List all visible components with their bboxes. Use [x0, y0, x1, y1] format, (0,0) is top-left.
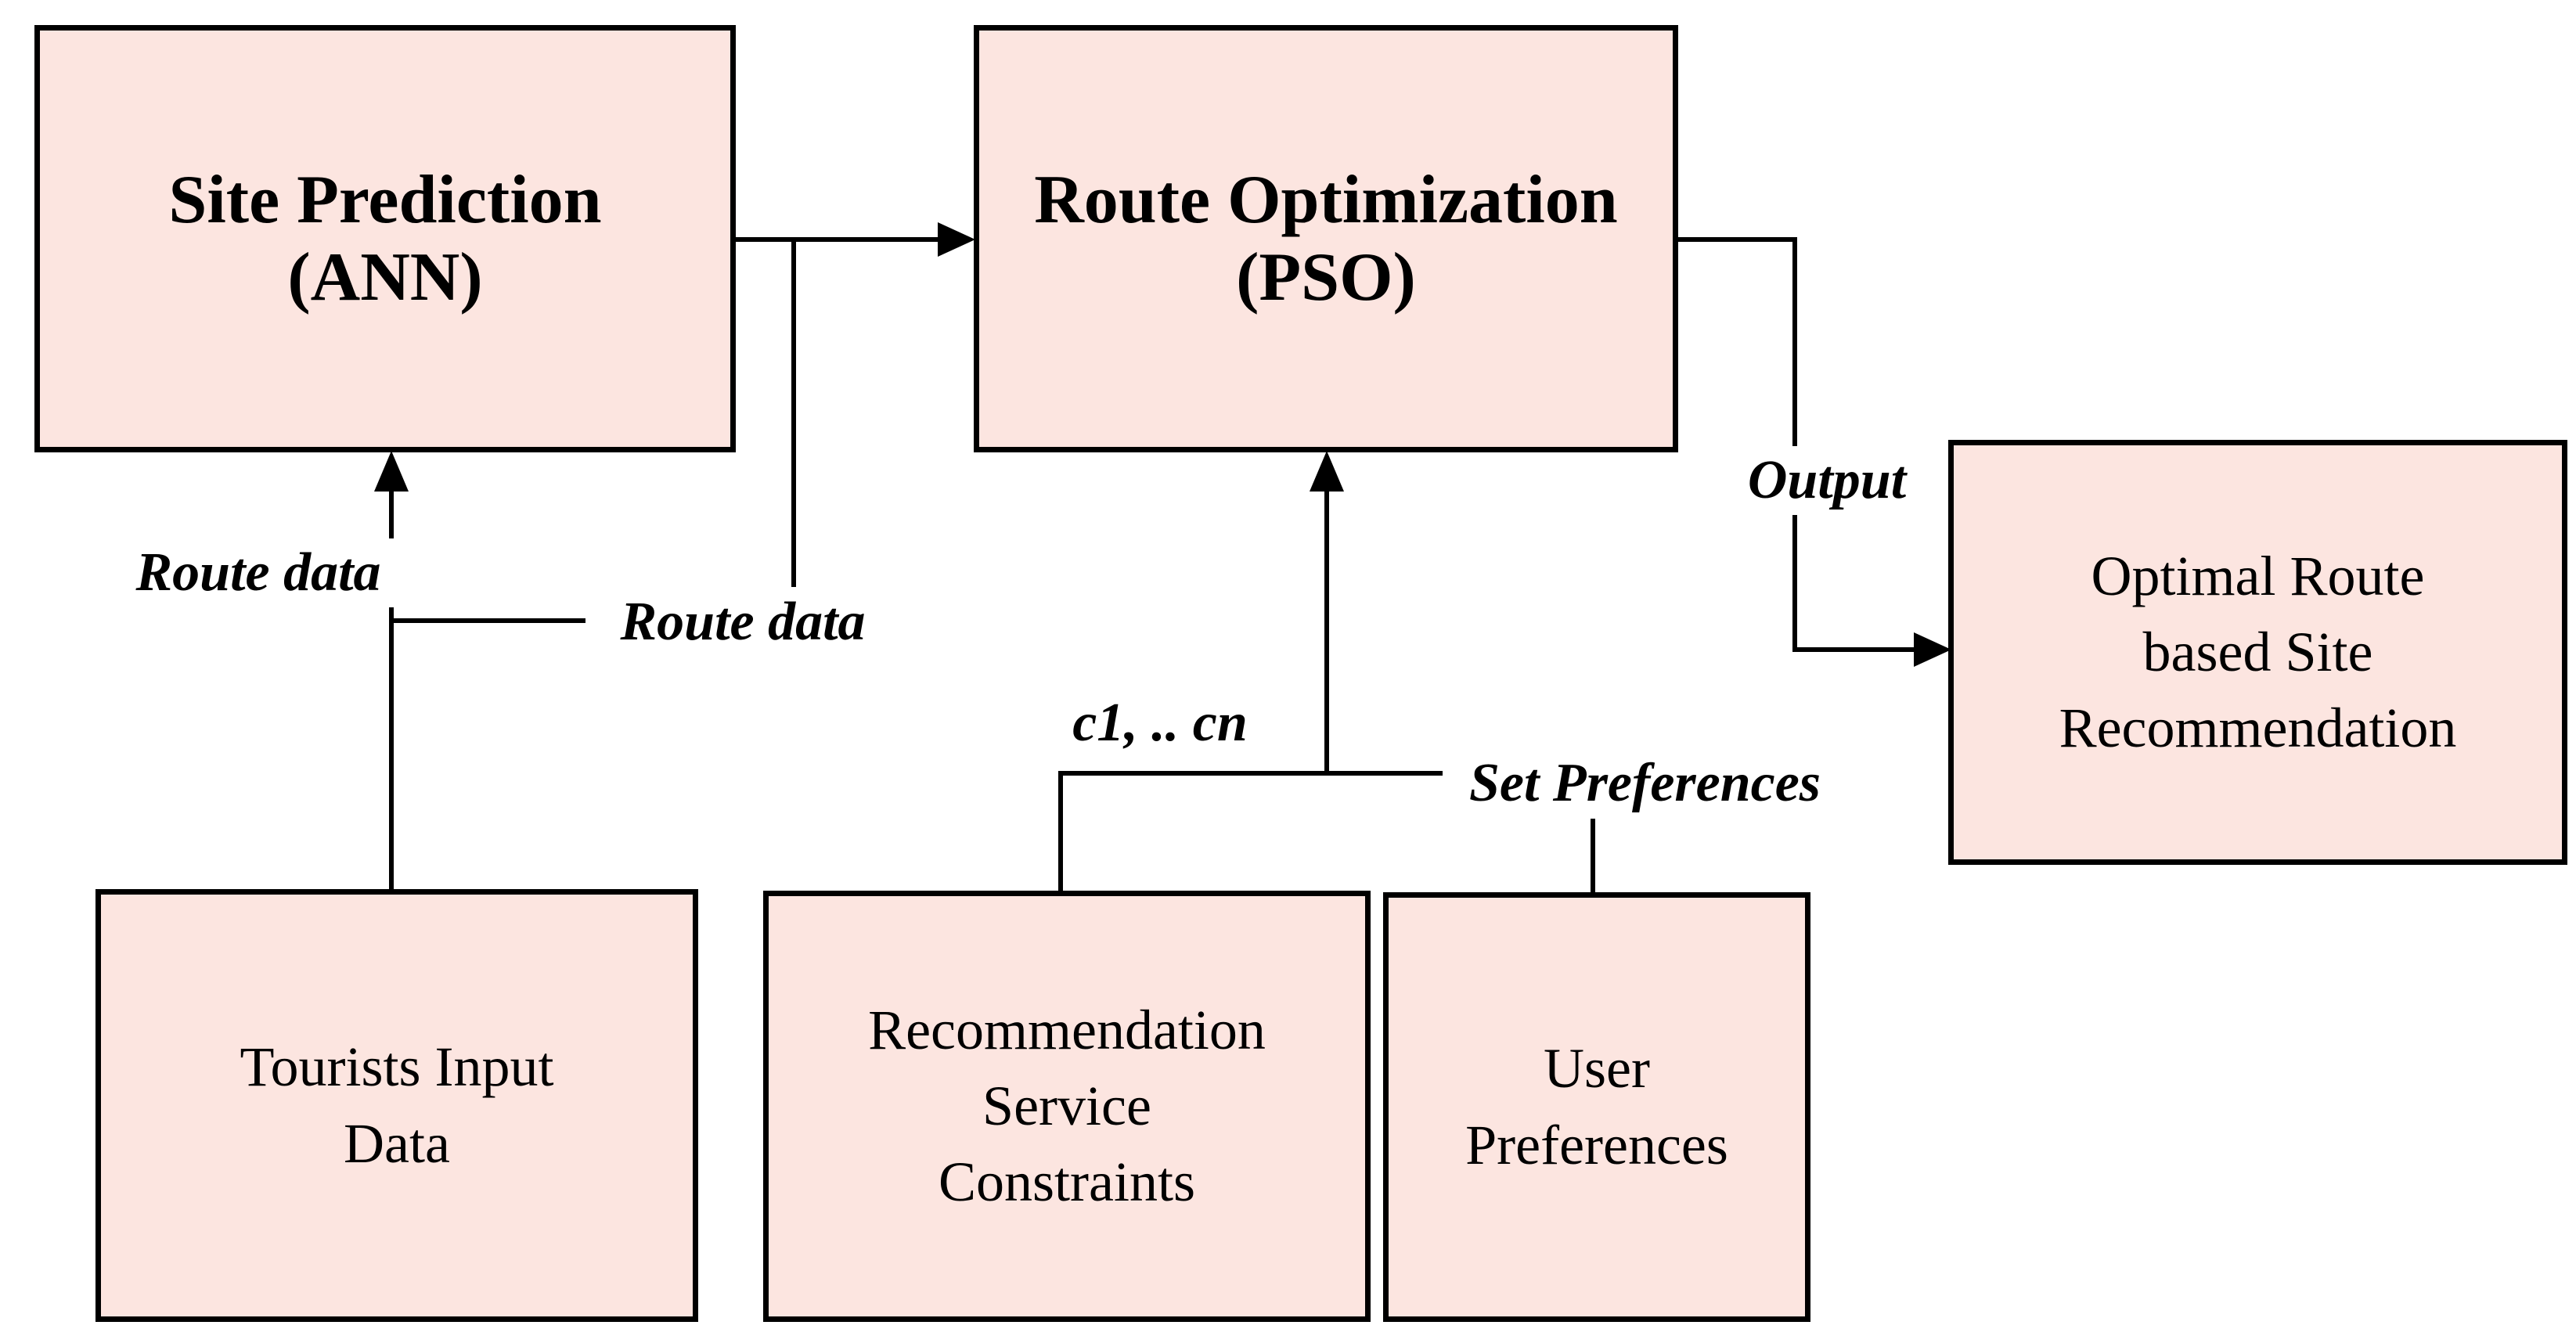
edge-label-set-preferences: Set Preferences: [1443, 748, 1847, 819]
user-preferences-box: User Preferences: [1383, 892, 1810, 1322]
edge-label-c1-cn: c1, .. cn: [1061, 692, 1259, 754]
recommendation-constraints-box: Recommendation Service Constraints: [763, 891, 1371, 1322]
arrowhead-into-pso-bottom: [1310, 451, 1344, 492]
edge-label-route-data-1: Route data: [100, 538, 416, 607]
edge-label-output: Output: [1713, 446, 1941, 515]
arrowhead-into-site-bottom: [374, 451, 409, 492]
edge-label-route-data-2: Route data: [585, 587, 900, 657]
optimal-route-box: Optimal Route based Site Recommendation: [1948, 440, 2567, 865]
arrowhead-into-optimal-left: [1914, 632, 1951, 667]
site-prediction-box: Site Prediction (ANN): [34, 25, 736, 452]
arrowhead-into-pso-left: [938, 222, 975, 257]
route-optimization-box: Route Optimization (PSO): [974, 25, 1678, 452]
tourists-input-box: Tourists Input Data: [95, 889, 698, 1322]
